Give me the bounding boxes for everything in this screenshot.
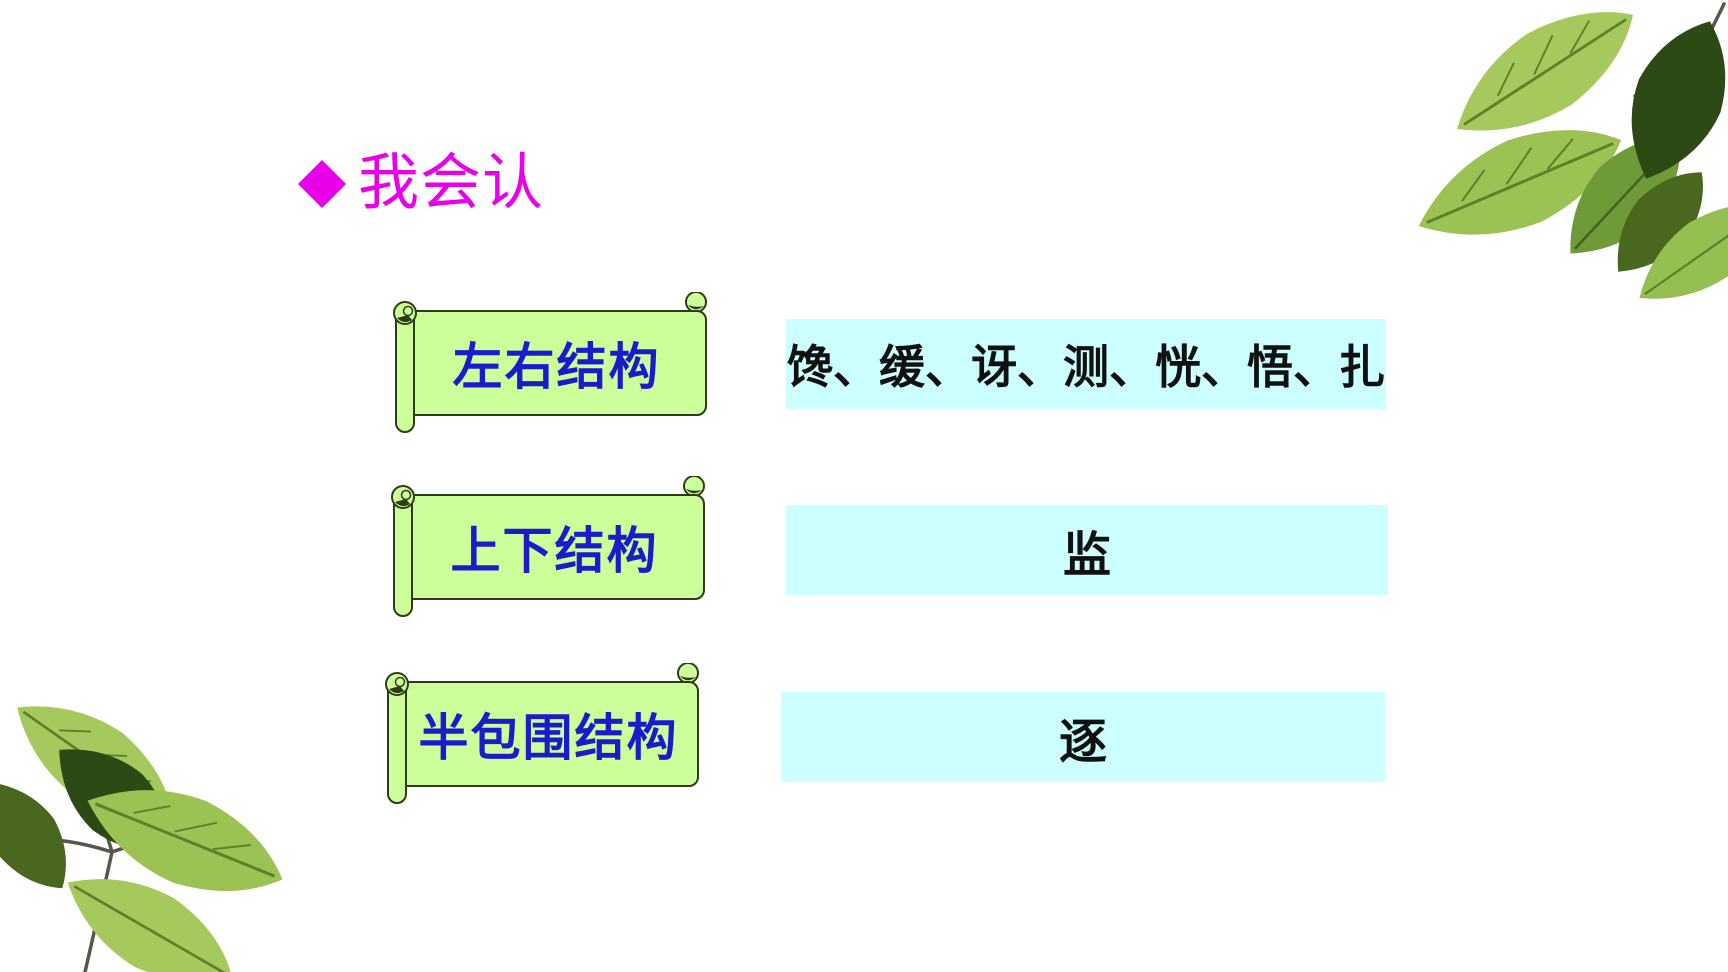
banner-label: 半包围结构 <box>418 710 679 766</box>
characters-text: 馋、缓、讶、测、恍、悟、扎 <box>787 341 1385 393</box>
leaf-icon <box>1456 12 1634 131</box>
leaf-branch-decoration-bottom-left <box>0 706 283 972</box>
characters-box-left-right: 馋、缓、讶、测、恍、悟、扎 <box>786 319 1386 409</box>
characters-text: 监 <box>1062 529 1111 582</box>
leaf-icon <box>1570 136 1681 254</box>
structure-banner-half-surround: 半包围结构 <box>385 663 701 805</box>
characters-box-half-surround: 逐 <box>781 692 1385 782</box>
page-title: 我会认 <box>297 150 545 217</box>
leaf-icon <box>1418 130 1622 235</box>
diamond-icon <box>297 159 347 209</box>
characters-text: 逐 <box>1058 716 1107 769</box>
banner-label: 左右结构 <box>452 339 661 395</box>
leaf-icon <box>59 749 171 852</box>
structure-banner-left-right: 左右结构 <box>393 292 709 434</box>
leaf-icon <box>1631 21 1726 179</box>
characters-box-top-bottom: 监 <box>786 505 1388 595</box>
leaf-icon <box>1639 204 1728 299</box>
banner-label: 上下结构 <box>450 523 659 579</box>
structure-banner-top-bottom: 上下结构 <box>391 476 707 618</box>
leaf-icon <box>67 879 233 972</box>
scroll-shape-icon <box>391 476 705 617</box>
leaf-icon <box>87 790 283 891</box>
scroll-shape-icon <box>385 663 699 804</box>
leaf-icon <box>0 781 66 889</box>
title-text: 我会认 <box>358 150 545 217</box>
leaf-icon <box>1617 172 1703 272</box>
scroll-shape-icon <box>393 292 707 433</box>
leaf-branch-decoration-top-right <box>1418 2 1728 299</box>
leaf-icon <box>17 706 173 819</box>
